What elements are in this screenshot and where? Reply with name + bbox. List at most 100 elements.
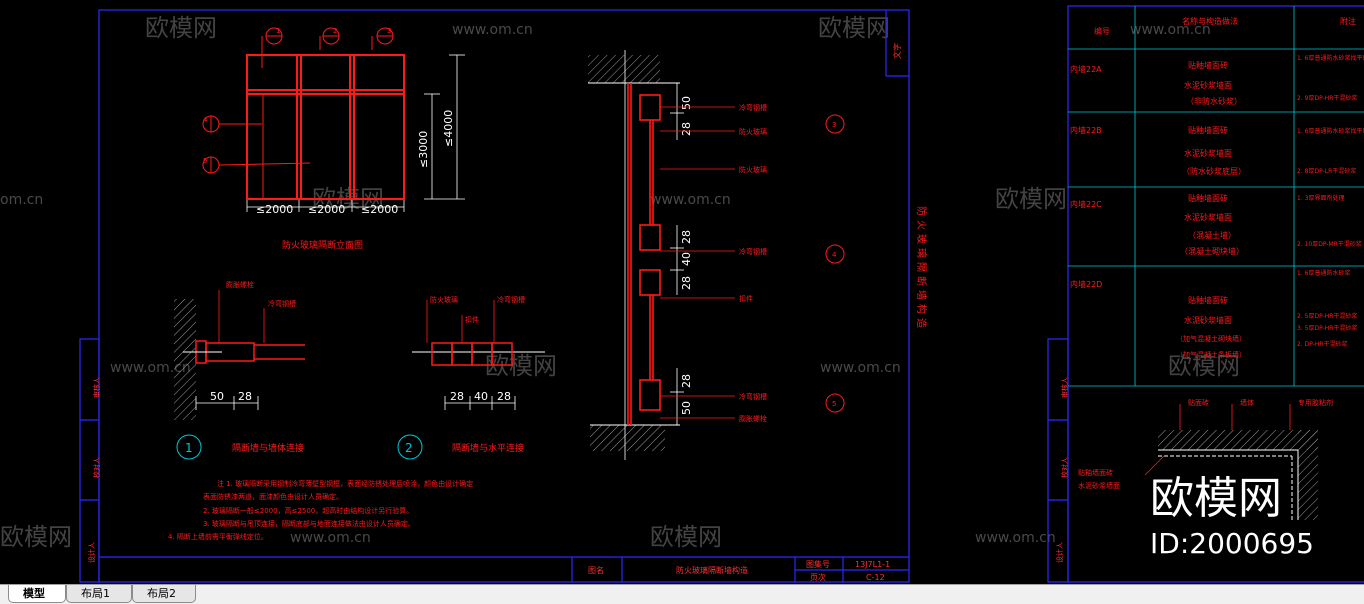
- callout-5: 5: [203, 157, 207, 165]
- callout-1: 1: [276, 27, 280, 35]
- watermark-domain: www.om.cn: [290, 530, 371, 546]
- vertical-title: 防火玻璃隔断墙构造: [915, 206, 928, 332]
- row-name: 水泥砂浆墙面: [1184, 315, 1232, 325]
- sec-label: 冷弯钢槽: [739, 392, 767, 401]
- titleblock-set-label: 图集号: [806, 559, 830, 569]
- dim-h-2: ≤2000: [308, 203, 345, 216]
- vertical-section: 50 28 28 40 28 28 50 冷弯钢槽 防火玻璃 防火玻璃 冷弯钢槽…: [588, 50, 845, 460]
- d1-number: 1: [185, 441, 193, 455]
- row-name: 贴釉墙面砖: [1188, 193, 1228, 203]
- tab-layout-1[interactable]: 布局1: [66, 585, 132, 603]
- header-note: 附注: [1340, 16, 1356, 26]
- titleblock-name: 防火玻璃隔断墙构造: [676, 565, 748, 575]
- watermark-domain: www.om.cn: [110, 360, 191, 376]
- sec-label: 冷弯钢槽: [739, 103, 767, 112]
- row-note: 1. 6厚普通防水砂浆找平层: [1297, 54, 1364, 62]
- sec-label: 防火玻璃: [739, 127, 767, 136]
- right-reviewer-cell: 审核人: [1060, 377, 1069, 398]
- d2-dim-3: 28: [497, 390, 511, 403]
- sec-marker: 3: [832, 121, 836, 129]
- titleblock-name-label: 图名: [588, 565, 604, 575]
- watermark-logo: 欧模网: [1168, 352, 1240, 380]
- sec-label: 防火玻璃: [739, 165, 767, 174]
- d2-label-2: 冷弯钢槽: [497, 295, 525, 304]
- elevation-drawing: [246, 54, 405, 200]
- tab-layout-2[interactable]: 布局2: [132, 585, 196, 603]
- designer-cell: 设计人: [87, 542, 96, 563]
- watermark-id: ID:2000695: [1150, 527, 1314, 560]
- dim-v-outer: ≤4000: [442, 110, 455, 147]
- row-code: 内墙22A: [1070, 64, 1102, 74]
- row-code: 内墙22C: [1070, 199, 1102, 209]
- row-note: 2. 8厚DP-LR干混砂浆: [1297, 167, 1356, 175]
- right-frame-cells: 审核人 校对人 设计人: [1055, 377, 1069, 563]
- checker-cell: 校对人: [92, 457, 101, 478]
- watermark-domain: www.om.cn: [975, 530, 1056, 546]
- row-note: 2. DP-HR干混砂浆: [1297, 340, 1348, 348]
- callout-2: 2: [333, 27, 337, 35]
- row-name: （加气混凝土条板墙）: [1176, 350, 1246, 359]
- elevation-title: 防火玻璃隔断立面图: [282, 239, 363, 251]
- titleblock-set: 13J7L1-1: [855, 560, 890, 569]
- right-designer-cell: 设计人: [1055, 542, 1064, 563]
- tab-model[interactable]: 模型: [8, 585, 66, 603]
- callout-4: 4: [203, 116, 208, 124]
- corner-label: 水泥砂浆墙面: [1078, 481, 1120, 490]
- row-name: （混凝土墙）: [1188, 230, 1236, 240]
- row-name: 贴釉墙面砖: [1188, 60, 1228, 70]
- watermark-domain: www.om.cn: [650, 192, 731, 208]
- top-right-marker: 文字: [892, 43, 902, 59]
- sec-dim: 28: [680, 122, 693, 136]
- row-note: 1. 3厚界面剂处理: [1297, 194, 1344, 202]
- row-name: （防水砂浆底层）: [1182, 166, 1246, 176]
- right-table-headers: 编号 名称与构造做法 附注: [1094, 16, 1356, 36]
- d2-label-3: 扣件: [465, 315, 479, 324]
- sheet-frame-right: [1047, 5, 1364, 583]
- callout-3: 3: [387, 27, 391, 35]
- row-name: 水泥砂浆墙面: [1184, 212, 1232, 222]
- note-line: 注 1. 玻璃隔断采用钢制冷弯薄壁型钢框，表面经防锈处理后喷涂，颜色由设计确定: [217, 479, 473, 488]
- layout-tab-bar: 模型 布局1 布局2: [0, 584, 1364, 604]
- header-name: 名称与构造做法: [1182, 16, 1238, 26]
- elevation-dim-text: ≤2000 ≤2000 ≤2000 ≤3000 ≤4000: [256, 110, 455, 216]
- elevation-callouts: [202, 27, 394, 174]
- d1-dim-1: 50: [210, 390, 224, 403]
- dim-v-inner: ≤3000: [417, 131, 430, 168]
- row-name: （混凝土砌块墙）: [1180, 246, 1244, 256]
- row-name: （加气混凝土砌块墙）: [1176, 334, 1246, 343]
- row-note: 2. 10厚DP-MR干混砂浆: [1297, 240, 1362, 248]
- titleblock-page-label: 页次: [810, 572, 826, 582]
- d1-dim-2: 28: [238, 390, 252, 403]
- row-code: 内墙22B: [1070, 125, 1102, 135]
- corner-label: 贴面砖: [1188, 398, 1209, 407]
- right-table-grid: [1068, 6, 1364, 387]
- header-code: 编号: [1094, 26, 1110, 36]
- watermark-logo-large: 欧模网: [1150, 473, 1282, 524]
- corner-label: 贴釉墙面砖: [1078, 468, 1113, 477]
- row-code: 内墙22D: [1070, 279, 1102, 289]
- row-name: 贴釉墙面砖: [1188, 125, 1228, 135]
- sec-dim: 40: [680, 252, 693, 266]
- right-checker-cell: 校对人: [1060, 457, 1069, 478]
- note-line: 4. 隔断上墙前需平衡弹线定位。: [168, 532, 268, 541]
- corner-label: 墙体: [1240, 398, 1254, 407]
- watermark-layer: 欧模网 欧模网 欧模网 欧模网 欧模网 欧模网 欧模网 欧模网: [0, 14, 1240, 551]
- sheet-frame-left: [79, 9, 910, 583]
- titleblock-page: C-12: [866, 573, 885, 582]
- sec-dim: 28: [680, 276, 693, 290]
- watermark-logo: 欧模网: [650, 523, 722, 551]
- d1-label: 膨胀螺栓: [226, 280, 254, 289]
- elevation-dimensions: [246, 54, 465, 212]
- watermark-logo: 欧模网: [0, 523, 72, 551]
- title-block: 图名 防火玻璃隔断墙构造 图集号 13J7L1-1 页次 C-12: [588, 559, 890, 582]
- corner-label: 专用胶粘剂: [1298, 398, 1333, 407]
- reviewer-cell: 审核人: [92, 377, 101, 398]
- cad-drawing-canvas[interactable]: 欧模网 欧模网 欧模网 欧模网 欧模网 欧模网 欧模网 欧模网 www.om.c…: [0, 0, 1364, 584]
- elevation-callout-labels: 1 2 3 4 5: [203, 27, 391, 165]
- d1-label-2: 冷弯钢槽: [268, 299, 296, 308]
- sec-dim: 28: [680, 230, 693, 244]
- sec-dim: 28: [680, 374, 693, 388]
- dim-h-3: ≤2000: [361, 203, 398, 216]
- row-name: 水泥砂浆墙面: [1184, 80, 1232, 90]
- note-line: 表面防锈漆两道，面漆颜色由设计人员确定。: [203, 492, 343, 501]
